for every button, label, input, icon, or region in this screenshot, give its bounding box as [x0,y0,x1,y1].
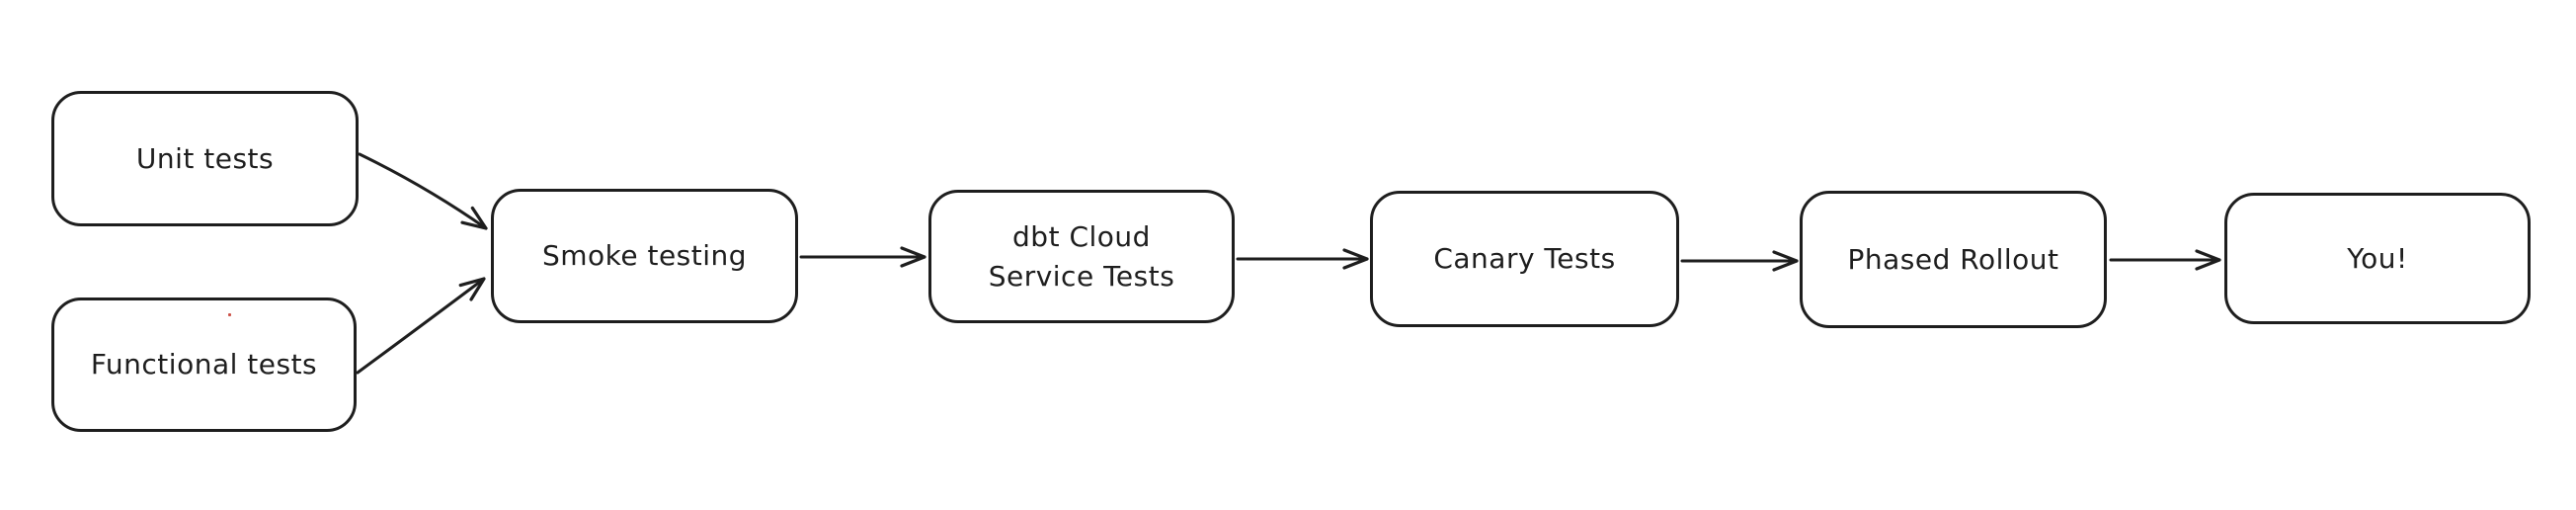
node-canary-tests-label: Canary Tests [1433,242,1616,276]
node-unit-tests: Unit tests [51,91,359,226]
node-dbt-cloud-service-tests: dbt Cloud Service Tests [928,190,1235,323]
node-phased-rollout: Phased Rollout [1800,191,2107,328]
node-canary-tests: Canary Tests [1370,191,1679,327]
node-dbt-cloud-service-tests-label: dbt Cloud Service Tests [988,220,1175,293]
edge-functional-tests-to-smoke-testing [356,277,486,375]
node-you-label: You! [2347,241,2408,275]
node-phased-rollout-label: Phased Rollout [1847,242,2059,276]
node-you: You! [2224,193,2531,324]
node-smoke-testing: Smoke testing [491,189,798,323]
red-speck-artifact [228,313,231,316]
node-functional-tests-label: Functional tests [90,348,318,382]
edge-unit-tests-to-smoke-testing [358,152,488,230]
node-functional-tests: Functional tests [51,298,357,432]
node-smoke-testing-label: Smoke testing [541,239,748,273]
node-unit-tests-label: Unit tests [135,141,275,175]
